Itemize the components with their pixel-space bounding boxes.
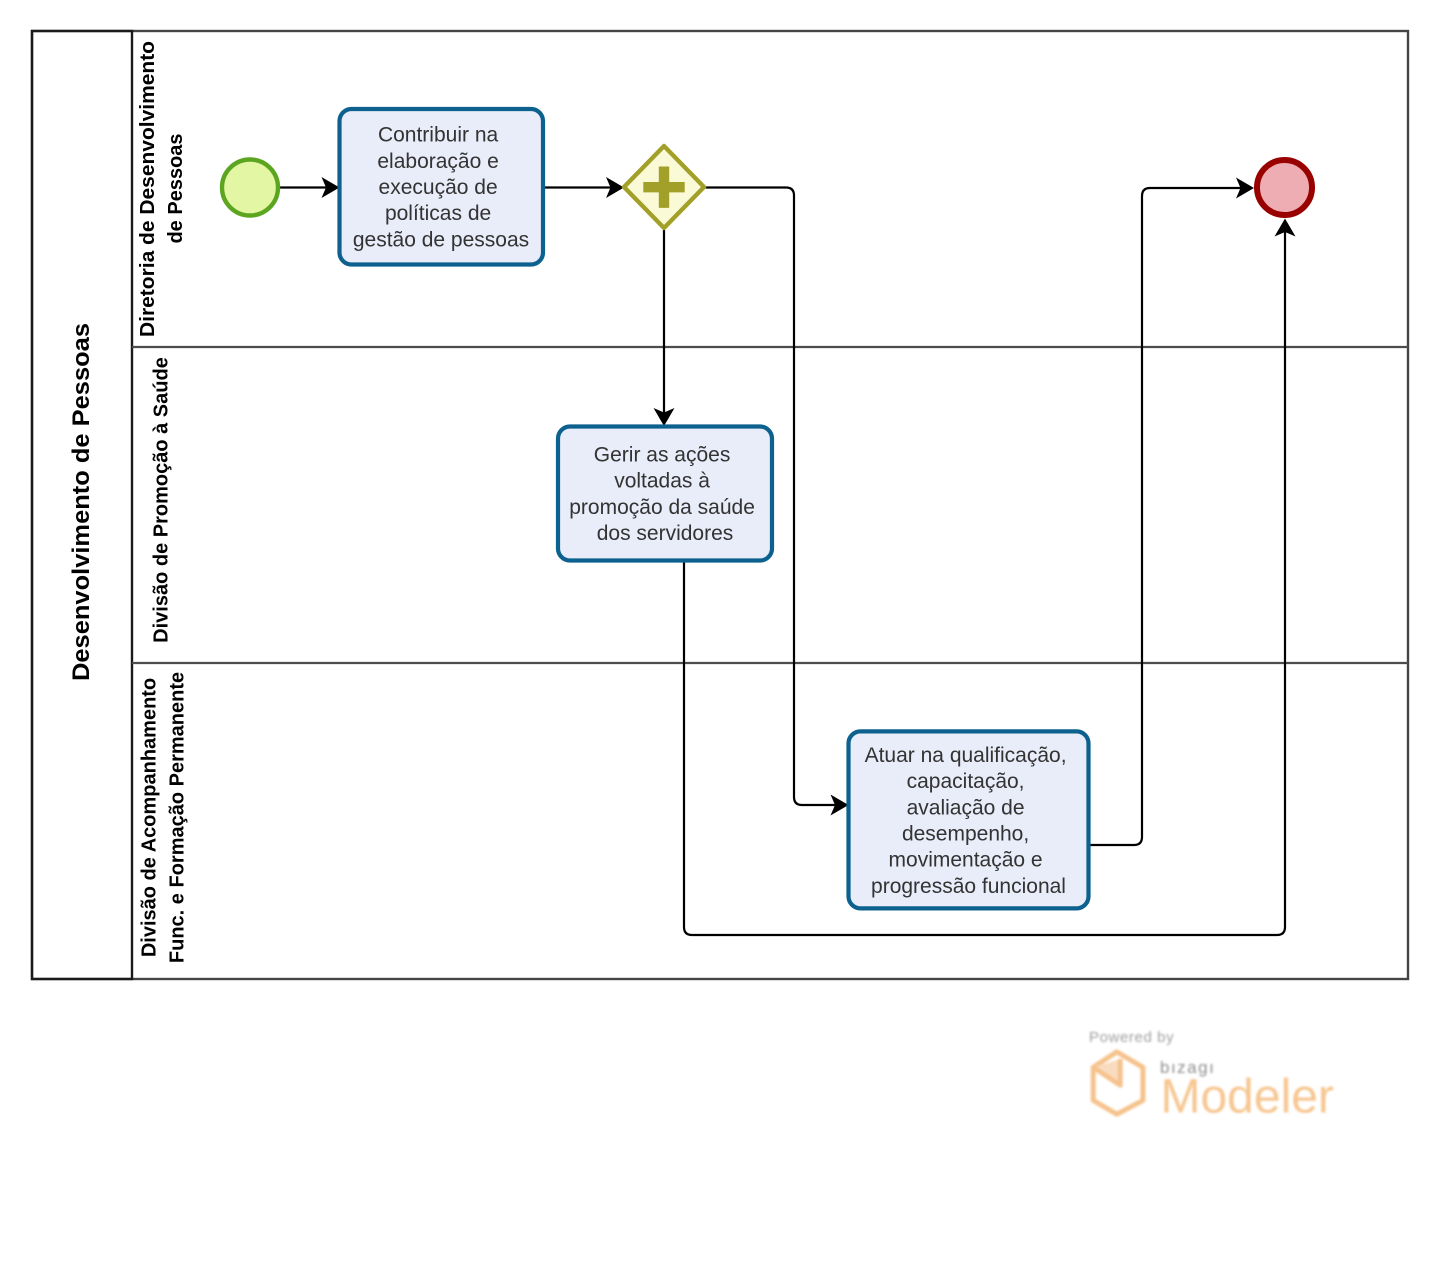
- svg-text:Diretoria de Desenvolvimento: Diretoria de Desenvolvimento: [137, 41, 159, 337]
- svg-text:Powered by: Powered by: [1089, 1029, 1174, 1046]
- svg-text:Contribuir na elaboração e: Contribuir na elaboração e execução de p…: [353, 124, 529, 252]
- svg-text:Atuar na qualificação, cap: Atuar na qualificação, capacitação, aval…: [865, 744, 1073, 898]
- svg-text:Desenvolvimento de Pessoas: Desenvolvimento de Pessoas: [68, 323, 95, 681]
- svg-text:Divisão de Acompanhamento: Divisão de Acompanhamento: [139, 678, 161, 957]
- svg-text:Modeler: Modeler: [1161, 1071, 1334, 1124]
- svg-text:Func. e Formação Permanente: Func. e Formação Permanente: [167, 672, 189, 963]
- svg-text:bızagı: bızagı: [1160, 1058, 1215, 1077]
- svg-text:Gerir as ações voltadas à: Gerir as ações voltadas à promoção da sa…: [569, 444, 760, 546]
- svg-text:de Pessoas: de Pessoas: [165, 133, 187, 243]
- svg-text:Divisão de Promoção à Saúde: Divisão de Promoção à Saúde: [151, 357, 173, 643]
